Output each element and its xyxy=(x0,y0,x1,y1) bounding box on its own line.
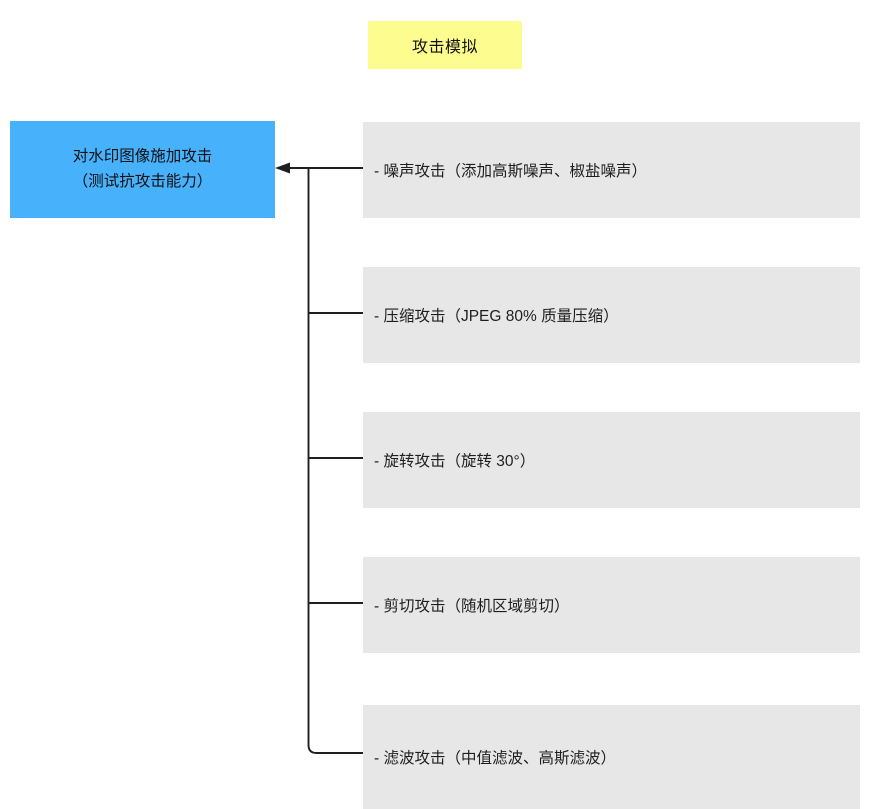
attack-row-label: - 滤波攻击（中值滤波、高斯滤波） xyxy=(374,750,616,767)
source-node-line-2: （测试抗攻击能力） xyxy=(72,172,213,190)
source-node-line-1: 对水印图像施加攻击 xyxy=(72,148,213,166)
attack-row: - 剪切攻击（随机区域剪切） xyxy=(363,557,860,653)
source-node: 对水印图像施加攻击 （测试抗攻击能力） xyxy=(10,121,275,218)
arrowhead-icon xyxy=(275,162,290,174)
attack-row: - 噪声攻击（添加高斯噪声、椒盐噪声） xyxy=(363,122,860,218)
attack-row: - 滤波攻击（中值滤波、高斯滤波） xyxy=(363,705,860,809)
attack-row-label: - 压缩攻击（JPEG 80% 质量压缩） xyxy=(374,308,619,325)
title-node-label: 攻击模拟 xyxy=(411,39,478,56)
attack-row-label: - 剪切攻击（随机区域剪切） xyxy=(374,598,570,615)
connector-elbow-last xyxy=(307,744,363,754)
attack-row: - 压缩攻击（JPEG 80% 质量压缩） xyxy=(363,267,860,363)
title-node: 攻击模拟 xyxy=(368,21,522,69)
attack-row: - 旋转攻击（旋转 30°） xyxy=(363,412,860,508)
attack-row-label: - 噪声攻击（添加高斯噪声、椒盐噪声） xyxy=(374,163,647,180)
attack-row-label: - 旋转攻击（旋转 30°） xyxy=(374,453,536,470)
